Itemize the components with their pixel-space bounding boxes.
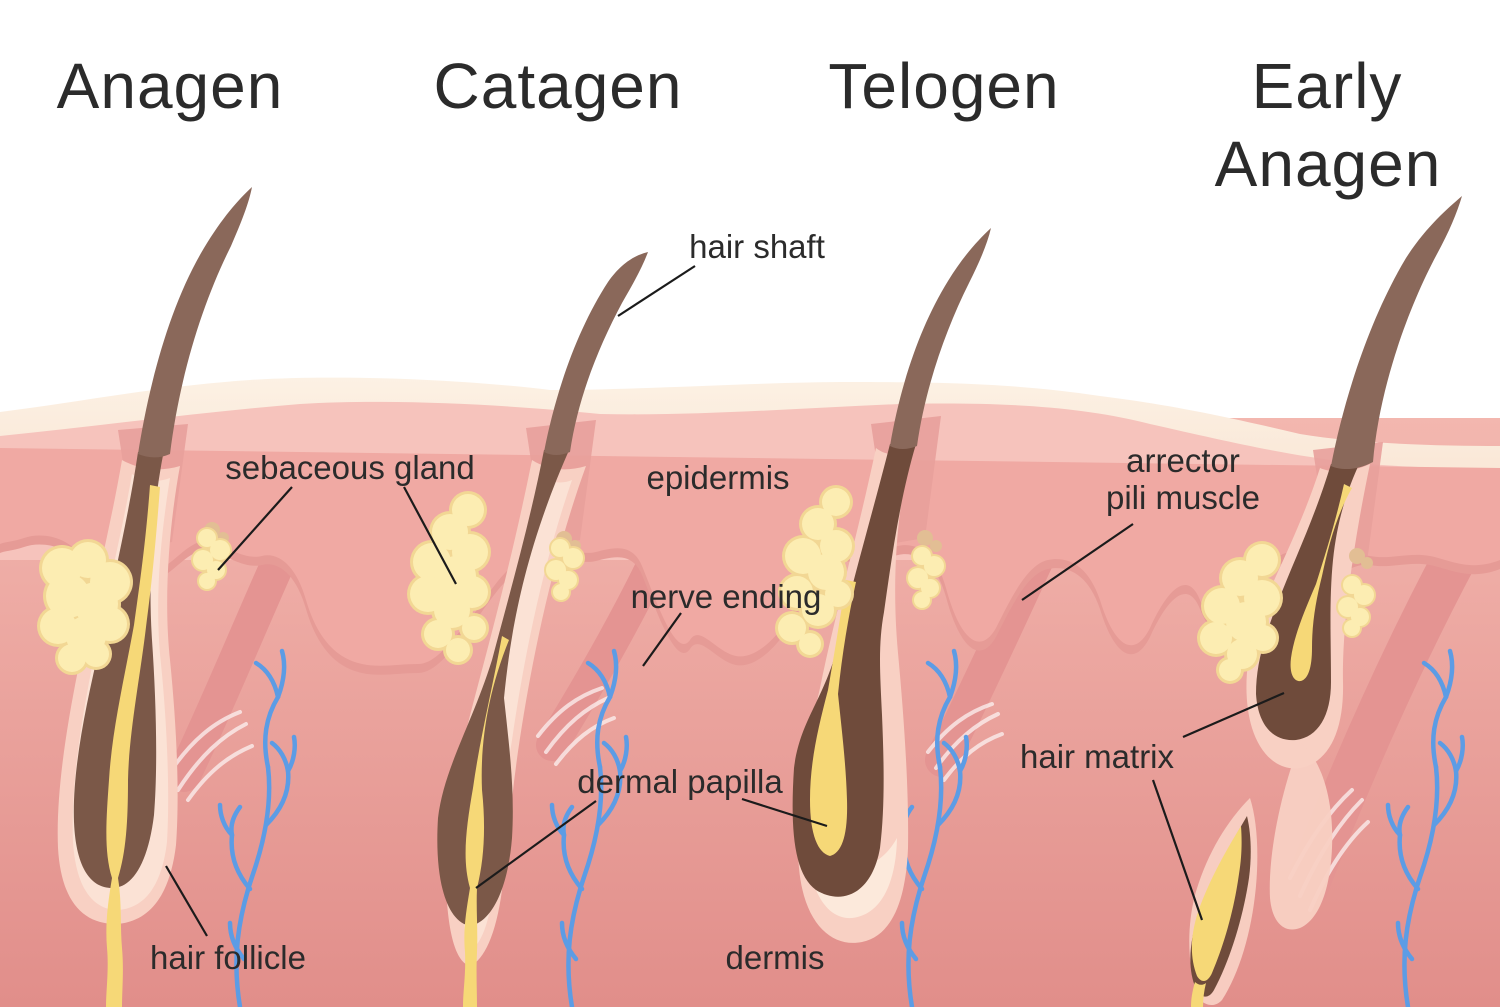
label-epidermis: epidermis	[646, 459, 789, 496]
label-hair-shaft: hair shaft	[689, 228, 825, 265]
anagen-hair-root	[73, 450, 164, 888]
phase-title-early-anagen-line2: Anagen	[1215, 128, 1442, 200]
anagen-follicle	[57, 450, 180, 1007]
telogen-sebaceous-gland	[775, 485, 855, 658]
catagen-sebaceous-gland	[407, 491, 491, 665]
catagen-follicle	[437, 448, 586, 1007]
label-hair-matrix: hair matrix	[1020, 738, 1175, 775]
leader-line-arrector-pili	[1021, 523, 1134, 601]
leader-line-nerve-ending	[642, 612, 682, 667]
label-sebaceous-gland: sebaceous gland	[225, 449, 475, 486]
telogen-dermal-papilla	[810, 580, 856, 856]
early-anagen-hair-shaft	[1331, 196, 1462, 470]
early-anagen-follicle	[1189, 460, 1370, 1007]
label-arrector-pili-line2: pili muscle	[1106, 479, 1260, 516]
anagen-sebaceous-gland	[37, 539, 133, 675]
phase-title-early-anagen-line1: Early	[1252, 50, 1403, 122]
phase-title-telogen: Telogen	[828, 50, 1059, 122]
early-anagen-small-sebaceous-gland	[1336, 548, 1376, 638]
label-hair-follicle: hair follicle	[150, 939, 306, 976]
catagen-small-sebaceous-gland	[544, 531, 585, 602]
phase-title-catagen: Catagen	[434, 50, 683, 122]
leader-line-sebaceous-gland-right	[403, 486, 457, 585]
leader-line-hair-matrix-down	[1151, 779, 1204, 921]
leader-line-sebaceous-gland-left	[217, 486, 293, 571]
telogen-hair-shaft	[890, 228, 991, 449]
label-dermal-papilla: dermal papilla	[577, 763, 783, 800]
early-anagen-germ-thread	[1191, 982, 1206, 1007]
early-anagen-sheath-pocket	[1269, 742, 1333, 930]
leader-line-dermal-papilla-right	[741, 797, 828, 828]
anagen-medulla-and-papilla	[106, 485, 160, 1007]
label-dermis: dermis	[725, 939, 824, 976]
leader-line-hair-matrix-up	[1182, 691, 1285, 739]
catagen-hair-shaft	[544, 252, 648, 455]
leader-line-hair-shaft	[617, 265, 696, 317]
muscle-fiber-streaks-catagen	[536, 686, 616, 766]
muscle-fiber-streaks-telogen	[926, 702, 1004, 782]
early-anagen-club-hair	[1256, 460, 1361, 741]
epidermis-lobes	[0, 448, 1500, 666]
leader-line-dermal-papilla-left	[475, 800, 597, 889]
leader-line-hair-follicle	[165, 865, 208, 937]
early-anagen-sebaceous-gland	[1197, 541, 1283, 684]
telogen-small-sebaceous-gland	[906, 530, 946, 610]
label-arrector-pili-line1: arrector	[1126, 442, 1240, 479]
early-anagen-hair-matrix	[1191, 826, 1242, 982]
telogen-follicle	[792, 444, 916, 943]
early-anagen-inner-root	[1290, 484, 1352, 682]
label-nerve-ending: nerve ending	[631, 578, 822, 615]
catagen-dermal-papilla	[463, 636, 509, 1007]
anagen-hair-shaft	[138, 187, 252, 458]
phase-title-anagen: Anagen	[57, 50, 284, 122]
